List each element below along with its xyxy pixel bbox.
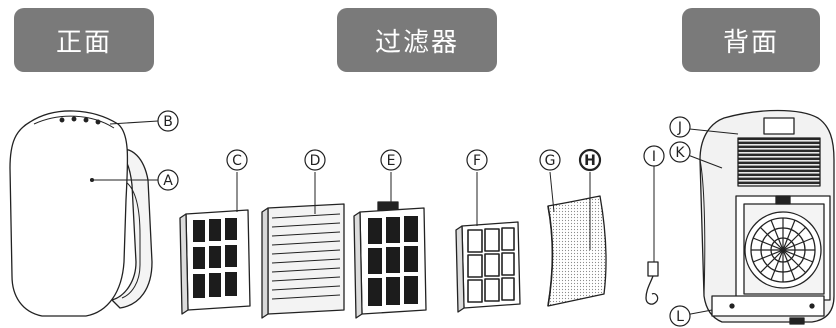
label-e: E	[380, 149, 402, 171]
label-j: J	[669, 116, 691, 138]
label-b: B	[157, 110, 179, 132]
label-f: F	[466, 149, 488, 171]
label-h: H	[578, 148, 602, 172]
power-cord	[645, 172, 659, 305]
label-g: G	[539, 149, 561, 171]
filter-label: 过滤器	[374, 27, 459, 58]
back-purifier-unit	[699, 109, 835, 325]
filter-d-louvre	[261, 203, 345, 319]
front-view-label: 正面	[55, 27, 112, 58]
label-c: C	[226, 149, 248, 171]
filter-f-frame	[455, 221, 521, 313]
filter-hepa-mesh	[547, 195, 607, 307]
svg-text:F: F	[473, 153, 481, 169]
back-view-tag: 背面	[682, 8, 820, 72]
svg-text:D: D	[310, 153, 321, 169]
part-labels: A B C D E F G H	[157, 110, 691, 327]
filter-c-frame	[179, 209, 251, 315]
svg-text:L: L	[676, 309, 684, 325]
svg-text:H: H	[584, 153, 596, 169]
label-d: D	[304, 149, 326, 171]
svg-text:J: J	[677, 120, 682, 136]
svg-text:E: E	[387, 153, 396, 169]
front-view-tag: 正面	[14, 8, 154, 72]
label-l: L	[669, 305, 691, 327]
back-view-label: 背面	[722, 27, 779, 58]
svg-text:G: G	[545, 153, 556, 169]
svg-text:I: I	[652, 149, 656, 165]
filter-e-frame	[353, 201, 427, 319]
filter-tag: 过滤器	[337, 8, 497, 72]
label-a: A	[157, 169, 179, 191]
svg-text:K: K	[675, 145, 685, 161]
front-purifier-unit	[9, 110, 153, 317]
leader-lines	[92, 120, 739, 317]
label-k: K	[669, 141, 691, 163]
svg-text:A: A	[163, 173, 173, 189]
svg-text:C: C	[232, 153, 242, 169]
svg-text:B: B	[163, 114, 173, 130]
label-i: I	[643, 145, 665, 167]
